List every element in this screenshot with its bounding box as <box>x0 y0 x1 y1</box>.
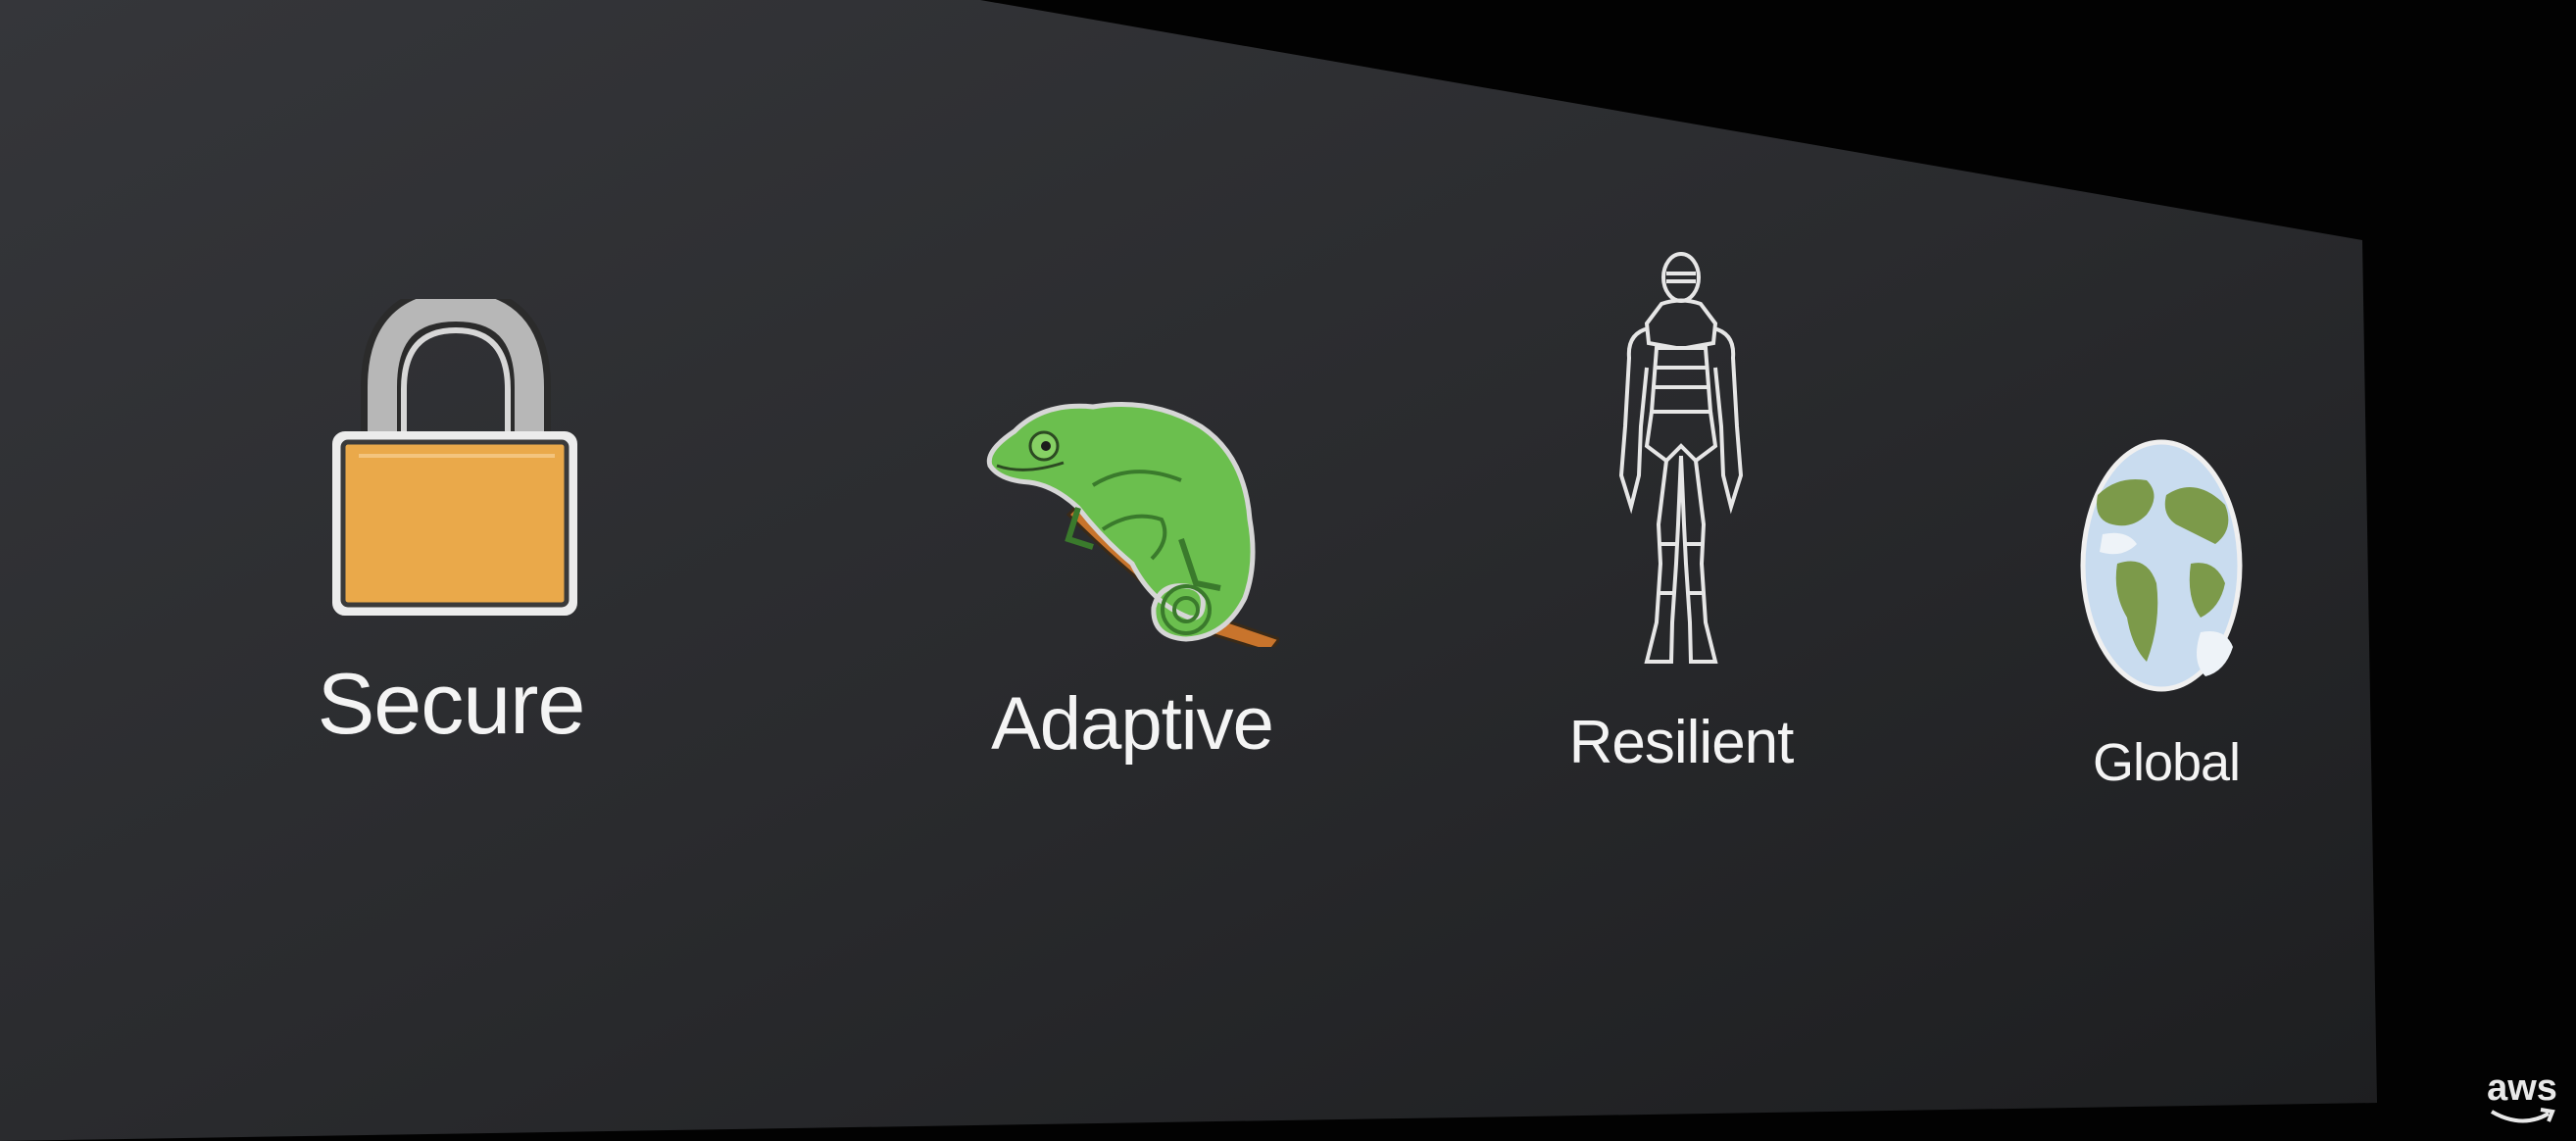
aws-logo: aws <box>2478 1068 2566 1131</box>
resilient-label: Resilient <box>1568 709 1795 776</box>
secure-label: Secure <box>317 655 586 752</box>
aws-smile-icon <box>2490 1108 2555 1123</box>
knight-armor-icon <box>1617 250 1745 696</box>
global-label: Global <box>2092 733 2241 792</box>
padlock-icon <box>323 284 588 622</box>
chameleon-icon <box>985 392 1282 654</box>
adaptive-label: Adaptive <box>991 682 1274 766</box>
aws-logo-text: aws <box>2487 1067 2557 1109</box>
globe-icon <box>2078 436 2245 696</box>
